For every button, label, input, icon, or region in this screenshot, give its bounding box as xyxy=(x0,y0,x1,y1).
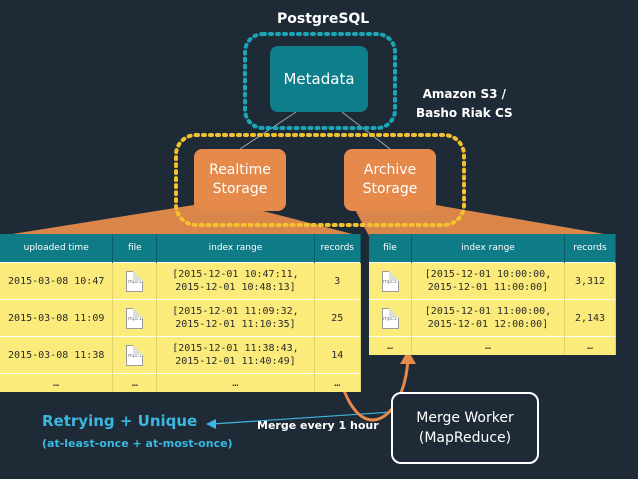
col-records: records xyxy=(314,234,362,263)
amazon-s3-label: Amazon S3 / Basho Riak CS xyxy=(416,85,513,123)
table-row-ellipsis: … … … … xyxy=(0,373,362,392)
ellipsis-cell: … xyxy=(314,373,362,392)
col-file: file xyxy=(112,234,158,263)
merge-worker-line2: (MapReduce) xyxy=(418,430,512,446)
col-uploaded-time: uploaded time xyxy=(0,234,114,263)
table-row: 2015-03-08 10:47 mpc1 [2015-12-01 10:47:… xyxy=(0,262,362,300)
file-icon: mpc1 xyxy=(126,344,144,366)
col-index-range: index range xyxy=(156,234,315,263)
uploaded-time-cell: 2015-03-08 11:38 xyxy=(0,336,114,374)
index-range-cell: [2015-12-01 10:47:11, 2015-12-01 10:48:13… xyxy=(156,262,315,300)
col-index-range: index range xyxy=(411,234,565,263)
metadata-to-realtime-line xyxy=(239,111,297,150)
file-icon: mpc1 xyxy=(381,270,399,292)
file-cell: mpc1 xyxy=(112,336,158,374)
table-row: 2015-03-08 11:38 mpc1 [2015-12-01 11:38:… xyxy=(0,336,362,374)
ellipsis-cell: … xyxy=(156,373,315,392)
ellipsis-cell: … xyxy=(369,336,412,355)
ellipsis-cell: … xyxy=(112,373,158,392)
range-start: [2015-12-01 11:38:43, xyxy=(172,343,299,354)
ellipsis-cell: … xyxy=(0,373,114,392)
merge-worker-line1: Merge Worker xyxy=(416,410,514,426)
col-file: file xyxy=(369,234,412,263)
index-range-cell: [2015-12-01 11:00:00, 2015-12-01 12:00:00… xyxy=(411,299,565,337)
col-records: records xyxy=(564,234,616,263)
records-cell: 3 xyxy=(314,262,362,300)
range-start: [2015-12-01 11:00:00, xyxy=(424,306,552,317)
archive-table-header: file index range records xyxy=(369,234,616,263)
file-cell: mpc1 xyxy=(369,299,412,337)
archive-table: file index range records mpc1 [2015-12-0… xyxy=(369,234,616,355)
records-cell: 3,312 xyxy=(564,262,616,300)
records-cell: 14 xyxy=(314,336,362,374)
range-end: 2015-12-01 11:40:49] xyxy=(175,356,296,367)
realtime-table: uploaded time file index range records 2… xyxy=(0,234,362,392)
range-end: 2015-12-01 11:00:00] xyxy=(427,282,549,293)
archive-label-line1: Archive xyxy=(363,162,417,178)
file-icon: mpc1 xyxy=(126,307,144,329)
postgresql-boundary xyxy=(243,32,397,130)
postgresql-label: PostgreSQL xyxy=(277,11,370,27)
archive-label-line2: Storage xyxy=(362,181,418,197)
uploaded-time-cell: 2015-03-08 11:09 xyxy=(0,299,114,337)
range-start: [2015-12-01 10:47:11, xyxy=(172,269,299,280)
file-cell: mpc1 xyxy=(112,299,158,337)
realtime-table-header: uploaded time file index range records xyxy=(0,234,362,263)
range-start: [2015-12-01 10:00:00, xyxy=(424,269,552,280)
metadata-label: Metadata xyxy=(283,70,355,88)
retry-unique-sublabel: (at-least-once + at-most-once) xyxy=(42,437,233,450)
file-cell: mpc1 xyxy=(369,262,412,300)
retry-arrow-line xyxy=(211,411,393,425)
index-range-cell: [2015-12-01 11:38:43, 2015-12-01 11:40:49… xyxy=(156,336,315,374)
records-cell: 2,143 xyxy=(564,299,616,337)
table-row: 2015-03-08 11:09 mpc1 [2015-12-01 11:09:… xyxy=(0,299,362,337)
ellipsis-cell: … xyxy=(564,336,616,355)
range-start: [2015-12-01 11:09:32, xyxy=(172,306,299,317)
s3-boundary xyxy=(174,133,466,227)
uploaded-time-cell: 2015-03-08 10:47 xyxy=(0,262,114,300)
amazon-s3-label-line1: Amazon S3 / xyxy=(422,87,507,101)
retry-unique-label: Retrying + Unique xyxy=(42,412,198,430)
archive-storage-node: Archive Storage xyxy=(344,149,436,211)
retry-arrow-head xyxy=(206,419,216,429)
table-row-ellipsis: … … … xyxy=(369,336,616,355)
file-icon: mpc1 xyxy=(126,270,144,292)
file-cell: mpc1 xyxy=(112,262,158,300)
merge-every-label: Merge every 1 hour xyxy=(257,419,379,432)
realtime-label-line1: Realtime xyxy=(209,162,271,178)
table-row: mpc1 [2015-12-01 10:00:00, 2015-12-01 11:… xyxy=(369,262,616,300)
table-row: mpc1 [2015-12-01 11:00:00, 2015-12-01 12:… xyxy=(369,299,616,337)
merge-worker-node: Merge Worker (MapReduce) xyxy=(391,392,539,464)
realtime-storage-node: Realtime Storage xyxy=(194,149,286,211)
index-range-cell: [2015-12-01 10:00:00, 2015-12-01 11:00:00… xyxy=(411,262,565,300)
metadata-node: Metadata xyxy=(270,46,368,112)
records-cell: 25 xyxy=(314,299,362,337)
ellipsis-cell: … xyxy=(411,336,565,355)
file-icon: mpc1 xyxy=(381,307,399,329)
index-range-cell: [2015-12-01 11:09:32, 2015-12-01 11:10:35… xyxy=(156,299,315,337)
range-end: 2015-12-01 11:10:35] xyxy=(175,319,296,330)
amazon-s3-label-line2: Basho Riak CS xyxy=(416,106,513,120)
archive-callout-wedge xyxy=(352,204,616,236)
metadata-to-archive-line xyxy=(341,111,391,150)
range-end: 2015-12-01 10:48:13] xyxy=(175,282,296,293)
merge-curve xyxy=(338,357,410,422)
realtime-label-line2: Storage xyxy=(212,181,268,197)
range-end: 2015-12-01 12:00:00] xyxy=(427,319,549,330)
merge-curve-arrowhead xyxy=(400,350,416,364)
